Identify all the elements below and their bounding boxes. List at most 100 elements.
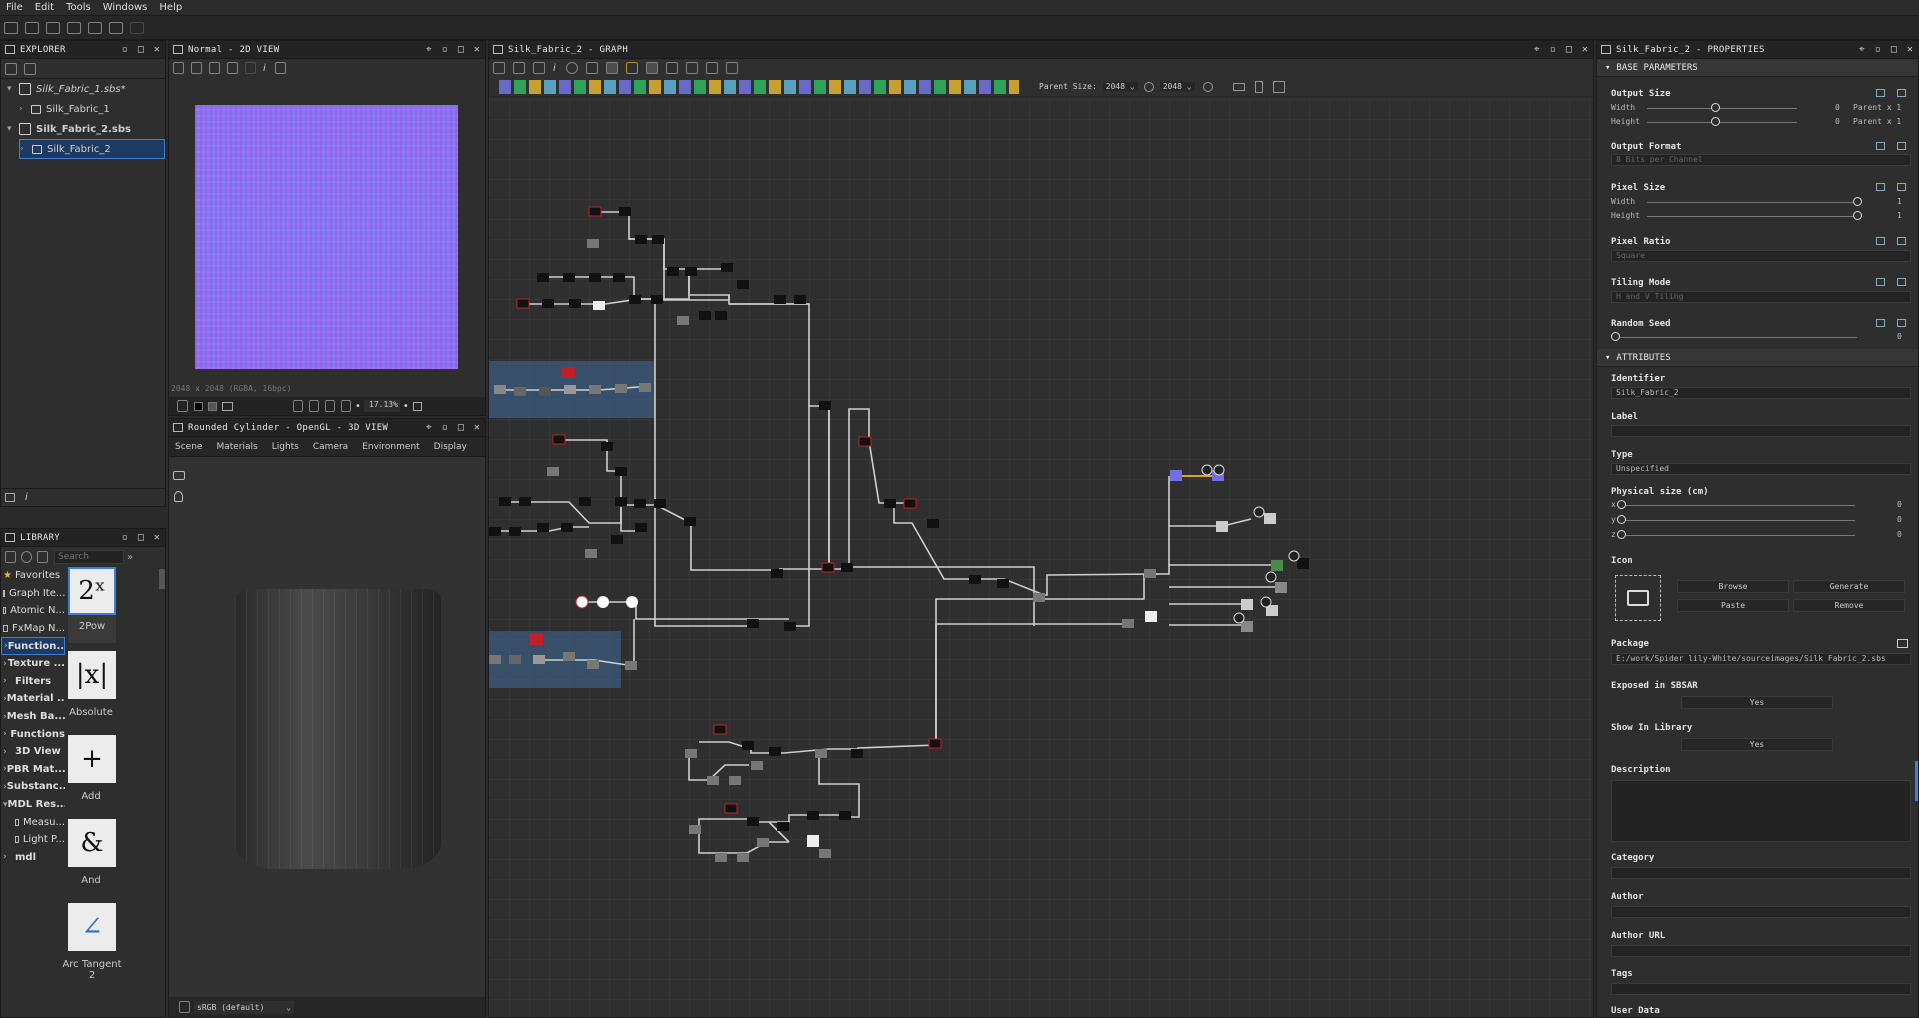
graph-node[interactable] bbox=[537, 523, 549, 532]
tool-icon[interactable] bbox=[173, 62, 184, 74]
random-seed-slider[interactable] bbox=[1617, 337, 1857, 338]
param-icons[interactable] bbox=[1876, 278, 1906, 288]
maximize-icon[interactable]: □ bbox=[1565, 44, 1573, 55]
pixel-height-value[interactable]: 1 bbox=[1897, 211, 1902, 220]
chevron-right-icon[interactable]: › bbox=[4, 641, 8, 652]
graph-node[interactable] bbox=[635, 235, 647, 244]
float-icon[interactable]: ▫ bbox=[1549, 44, 1557, 55]
graph-node[interactable] bbox=[677, 316, 689, 325]
type-select[interactable]: Unspecified bbox=[1611, 463, 1911, 475]
output-height-unit[interactable]: Parent x 1 bbox=[1853, 117, 1902, 126]
pencil-icon[interactable] bbox=[37, 551, 48, 563]
graph-node[interactable] bbox=[851, 749, 863, 758]
section-attributes[interactable]: ▾ATTRIBUTES bbox=[1597, 349, 1918, 367]
tree-item[interactable]: ›3D View bbox=[3, 746, 61, 758]
lock-icon[interactable] bbox=[412, 401, 422, 411]
maximize-icon[interactable]: □ bbox=[457, 44, 465, 55]
graph-node[interactable] bbox=[839, 811, 851, 820]
output-node-icon[interactable] bbox=[1213, 464, 1225, 476]
paste-button[interactable]: Paste bbox=[1677, 599, 1789, 612]
maximize-icon[interactable]: □ bbox=[137, 44, 145, 55]
chevron-down-icon[interactable]: ▾ bbox=[7, 124, 12, 134]
output-node[interactable] bbox=[1266, 605, 1278, 616]
graph-node[interactable] bbox=[588, 206, 602, 217]
library-tile-and[interactable]: & bbox=[68, 819, 116, 867]
colorspace-select[interactable]: sRGB (default)⌄ bbox=[194, 1000, 294, 1014]
output-node[interactable] bbox=[1212, 470, 1224, 481]
menu-materials[interactable]: Materials bbox=[216, 441, 258, 452]
menu-lights[interactable]: Lights bbox=[271, 441, 299, 452]
expand-icon[interactable]: » bbox=[127, 551, 134, 563]
graph-node[interactable] bbox=[737, 280, 749, 289]
output-node-icon[interactable] bbox=[1233, 612, 1245, 624]
info-icon[interactable]: i bbox=[25, 492, 28, 503]
menu-file[interactable]: File bbox=[6, 2, 23, 13]
tree-item-package[interactable]: ▾Silk_Fabric_1.sbs* bbox=[1, 79, 165, 99]
tool-icon[interactable] bbox=[325, 400, 335, 412]
menu-edit[interactable]: Edit bbox=[34, 2, 55, 13]
graph-node[interactable] bbox=[561, 367, 575, 378]
channel-gray-swatch[interactable] bbox=[208, 401, 217, 411]
redo-icon[interactable] bbox=[130, 21, 144, 34]
output-height-slider[interactable] bbox=[1647, 122, 1797, 123]
tool-icon[interactable] bbox=[705, 62, 718, 74]
graph-node[interactable] bbox=[579, 497, 591, 506]
pin-icon[interactable]: ⌖ bbox=[426, 44, 432, 55]
section-base-parameters[interactable]: ▾BASE PARAMETERS bbox=[1597, 59, 1918, 77]
tool-icon[interactable] bbox=[191, 62, 202, 74]
slider-knob[interactable] bbox=[1853, 211, 1862, 220]
close-icon[interactable]: ✕ bbox=[153, 44, 161, 55]
tree-item-package[interactable]: ▾Silk_Fabric_2.sbs bbox=[1, 119, 165, 139]
graph-node[interactable] bbox=[589, 273, 601, 282]
pixel-ratio-select[interactable]: Square bbox=[1611, 250, 1911, 262]
output-node-icon[interactable] bbox=[1253, 506, 1265, 518]
output-width-value[interactable]: 0 bbox=[1835, 103, 1840, 112]
graph-node[interactable] bbox=[611, 535, 623, 544]
graph-node[interactable] bbox=[654, 499, 666, 508]
float-icon[interactable]: ▫ bbox=[121, 44, 129, 55]
tree-item[interactable]: ›mdl bbox=[3, 851, 37, 863]
graph-node[interactable] bbox=[757, 838, 769, 847]
browse-button[interactable]: Browse bbox=[1677, 580, 1789, 593]
package-path-field[interactable]: E:/work/Spider lily-White/sourceimages/S… bbox=[1611, 653, 1911, 665]
tree-item-graph[interactable]: ›Silk_Fabric_1 bbox=[1, 99, 165, 119]
graph-node[interactable] bbox=[509, 655, 521, 664]
maximize-icon[interactable]: □ bbox=[137, 532, 145, 543]
graph-node[interactable] bbox=[903, 498, 917, 509]
graph-node[interactable] bbox=[667, 267, 679, 276]
graph-node[interactable] bbox=[634, 499, 646, 508]
layers-icon[interactable] bbox=[179, 1001, 190, 1013]
parent-size-width[interactable]: 2048 ⌄ bbox=[1102, 82, 1138, 91]
physical-y-slider[interactable] bbox=[1625, 520, 1855, 521]
float-icon[interactable]: ▫ bbox=[1874, 44, 1882, 55]
graph-node[interactable] bbox=[724, 803, 738, 814]
tree-item[interactable]: ▾MDL Res... bbox=[3, 799, 65, 811]
graph-node[interactable] bbox=[499, 497, 511, 506]
graph-node[interactable] bbox=[751, 761, 763, 770]
camera-icon[interactable] bbox=[533, 62, 545, 74]
output-node[interactable] bbox=[1241, 621, 1253, 632]
graph-node[interactable] bbox=[519, 497, 531, 506]
graph-node[interactable] bbox=[1145, 611, 1157, 622]
graph-node[interactable] bbox=[807, 835, 819, 847]
graph-node[interactable] bbox=[537, 273, 549, 282]
graph-node[interactable] bbox=[619, 207, 631, 216]
output-height-value[interactable]: 0 bbox=[1835, 117, 1840, 126]
reset-icon[interactable] bbox=[1202, 81, 1213, 92]
library-scrollbar[interactable] bbox=[159, 569, 165, 589]
output-node-icon[interactable] bbox=[1201, 464, 1213, 476]
tool-icon[interactable] bbox=[1254, 80, 1263, 93]
tree-item[interactable]: ›Functions bbox=[3, 728, 65, 740]
new-graph-icon[interactable] bbox=[4, 21, 18, 34]
graph-node[interactable] bbox=[713, 724, 727, 735]
output-node[interactable] bbox=[1275, 582, 1287, 593]
graph-node[interactable] bbox=[819, 401, 831, 410]
tiling-mode-select[interactable]: H and V Tiling bbox=[1611, 291, 1911, 303]
graph-node[interactable] bbox=[613, 273, 625, 282]
close-icon[interactable]: ✕ bbox=[1581, 44, 1589, 55]
library-search-input[interactable] bbox=[54, 550, 124, 564]
tags-field[interactable] bbox=[1611, 983, 1911, 995]
graph-node[interactable] bbox=[715, 311, 727, 320]
graph-node[interactable] bbox=[597, 596, 609, 608]
graph-node[interactable] bbox=[707, 776, 719, 785]
